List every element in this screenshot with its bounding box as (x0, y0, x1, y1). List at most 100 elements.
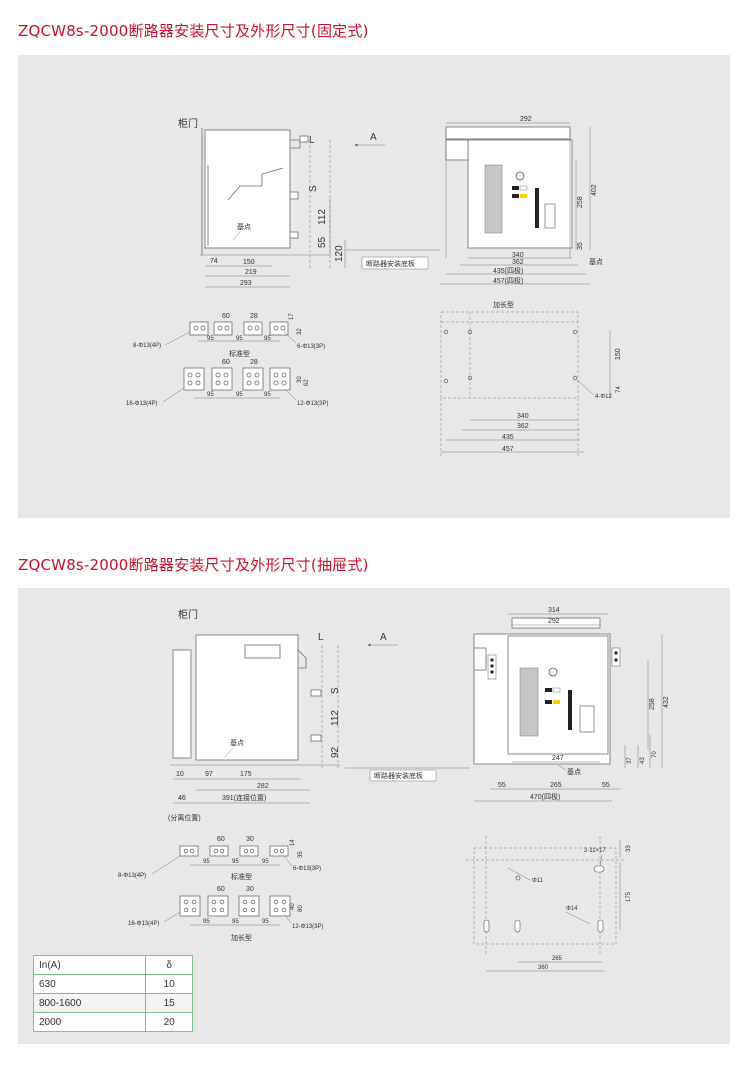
table-row: 630 10 (32, 974, 193, 994)
phi14-label: Φ14 (566, 906, 578, 912)
drawout-terminal-row-standard (179, 845, 289, 857)
drawout-panel-dim-360: 360 (538, 965, 549, 971)
dim-17: 17 (289, 313, 295, 320)
drawout-dim-92: 92 (330, 746, 341, 758)
drawout-dim-175: 175 (240, 771, 252, 778)
dim-74: 74 (210, 258, 218, 265)
drawout-dim-112: 112 (330, 710, 341, 726)
fixed-front-view: 292 258 402 35 基点 340 362 435(四极) 457(四极… (440, 116, 603, 285)
drawout-dim-L: L (318, 632, 324, 643)
mounting-plate-label: 断路器安装底板 (366, 259, 415, 268)
holes-12: 12-Φ13(3P) (297, 401, 328, 407)
dim-95-d: 95 (207, 392, 214, 398)
dim-L: L (309, 135, 315, 146)
fixed-terminals: 60 28 17 32 95 95 95 8-Φ13(4P) 6-Φ13(3P)… (126, 313, 328, 407)
cell-current: 630 (32, 974, 147, 994)
drawout-cabinet-door-label: 柜门 (178, 608, 198, 621)
drawout-dim-95-e: 95 (232, 919, 239, 925)
slot-label: 2-11×17 (584, 848, 606, 854)
panel-dim-74: 74 (616, 386, 622, 393)
drawout-dim-10: 10 (176, 771, 184, 778)
dim-95-e: 95 (236, 392, 243, 398)
drawout-dim-314: 314 (548, 607, 560, 614)
dim-28: 28 (250, 313, 258, 320)
cell-delta: 20 (145, 1012, 193, 1032)
drawout-dim-55-b: 55 (602, 782, 610, 789)
drawout-view-arrow-A: A (380, 632, 387, 643)
panel-holes: 4-Φ12 (595, 394, 612, 400)
cell-delta: 10 (145, 974, 193, 994)
drawout-dim-30: 30 (246, 836, 254, 843)
drawout-dim-95-d: 95 (203, 919, 210, 925)
front-datum-label: 基点 (589, 257, 603, 266)
panel-dim-362: 362 (517, 423, 529, 430)
drawout-dim-282: 282 (257, 783, 269, 790)
drawout-terminals: 60 30 14 35 95 95 95 8-Φ13(4P) 6-Φ13(3P)… (118, 836, 323, 942)
phi11-label: Φ11 (532, 878, 544, 884)
drawout-dim-60-long: 60 (217, 886, 225, 893)
drawout-dim-391: 391(连接位置) (222, 793, 266, 802)
dim-32: 32 (297, 328, 303, 335)
drawout-holes-16: 16-Φ13(4P) (128, 921, 159, 927)
dim-435: 435(四极) (493, 266, 523, 275)
table-row: 2000 20 (32, 1012, 193, 1032)
title-drawout: ZQCW8s-2000断路器安装尺寸及外形尺寸(抽屉式) (18, 556, 369, 574)
drawout-dim-70: 70 (652, 751, 658, 758)
dim-60-long: 60 (222, 359, 230, 366)
drawout-dim-60: 60 (217, 836, 225, 843)
drawout-dim-35: 35 (298, 851, 304, 858)
drawout-dim-37: 37 (627, 757, 633, 764)
drawout-datum-label: 基点 (230, 738, 244, 747)
drawout-dim-43: 43 (640, 757, 646, 764)
drawout-dim-30-long: 30 (246, 886, 254, 893)
dim-293: 293 (240, 280, 252, 287)
terminal-row-standard (189, 321, 289, 336)
dim-55: 55 (317, 236, 328, 248)
holes-6: 6-Φ13(3P) (297, 344, 325, 350)
drawout-dim-95-a: 95 (203, 859, 210, 865)
dim-292: 292 (520, 116, 532, 123)
drawout-holes-12: 12-Φ13(3P) (292, 924, 323, 930)
panel-dim-150: 150 (615, 348, 622, 360)
drawout-side-view: 柜门 L S 112 92 A 基点 断路器安装底板 10 97 175 282… (168, 608, 470, 822)
drawout-dim-470: 470(四极) (530, 792, 560, 801)
rating-table-header: In(A) δ (32, 955, 193, 975)
cabinet-door-label: 柜门 (178, 117, 198, 130)
drawout-panel-dim-265: 265 (552, 956, 563, 962)
fixed-side-view: 柜门 L S 112 55 120 A 基点 断路器安装底板 74 150 21… (178, 117, 440, 288)
terminal-row-long (183, 367, 291, 391)
header-in: In(A) (32, 955, 147, 975)
drawout-dim-S: S (330, 687, 341, 694)
drawout-dim-432: 432 (663, 696, 670, 708)
cell-current: 2000 (32, 1012, 147, 1032)
drawout-mounting-plate-label: 断路器安装底板 (374, 771, 423, 780)
separate-position-label: (分离位置) (168, 813, 201, 822)
drawout-dim-258: 258 (649, 698, 656, 710)
drawout-front-view: 314 292 258 432 37 43 70 247 基点 55 265 5… (473, 607, 670, 802)
panel-dim-340: 340 (517, 413, 529, 420)
rating-table: In(A) δ 630 10 800-1600 15 2000 20 (32, 955, 193, 1032)
drawout-panel-view: 2-11×17 33 Φ11 Φ14 175 265 360 (466, 836, 632, 972)
drawout-dim-40: 40 (290, 903, 296, 910)
dim-402: 402 (591, 184, 598, 196)
drawout-dim-14: 14 (290, 839, 296, 846)
drawout-front-datum: 基点 (567, 767, 581, 776)
drawout-extended-type-label: 加长型 (231, 933, 252, 942)
dim-219: 219 (245, 269, 257, 276)
fixed-panel-view: 加长型 150 74 4-Φ12 340 362 435 457 (440, 300, 622, 456)
dim-35: 35 (577, 242, 584, 250)
table-row: 800-1600 15 (32, 993, 193, 1013)
drawout-dim-46: 46 (178, 795, 186, 802)
drawing-panel-fixed (18, 55, 730, 518)
panel-dim-457: 457 (502, 446, 514, 453)
dim-258: 258 (577, 196, 584, 208)
dim-112: 112 (317, 209, 328, 225)
dim-60: 60 (222, 313, 230, 320)
dim-95-f: 95 (264, 392, 271, 398)
dim-95-b: 95 (236, 336, 243, 342)
drawout-panel-dim-175: 175 (626, 891, 632, 902)
dim-95-a: 95 (207, 336, 214, 342)
dim-30: 30 (297, 376, 303, 383)
drawout-dim-265: 265 (550, 782, 562, 789)
